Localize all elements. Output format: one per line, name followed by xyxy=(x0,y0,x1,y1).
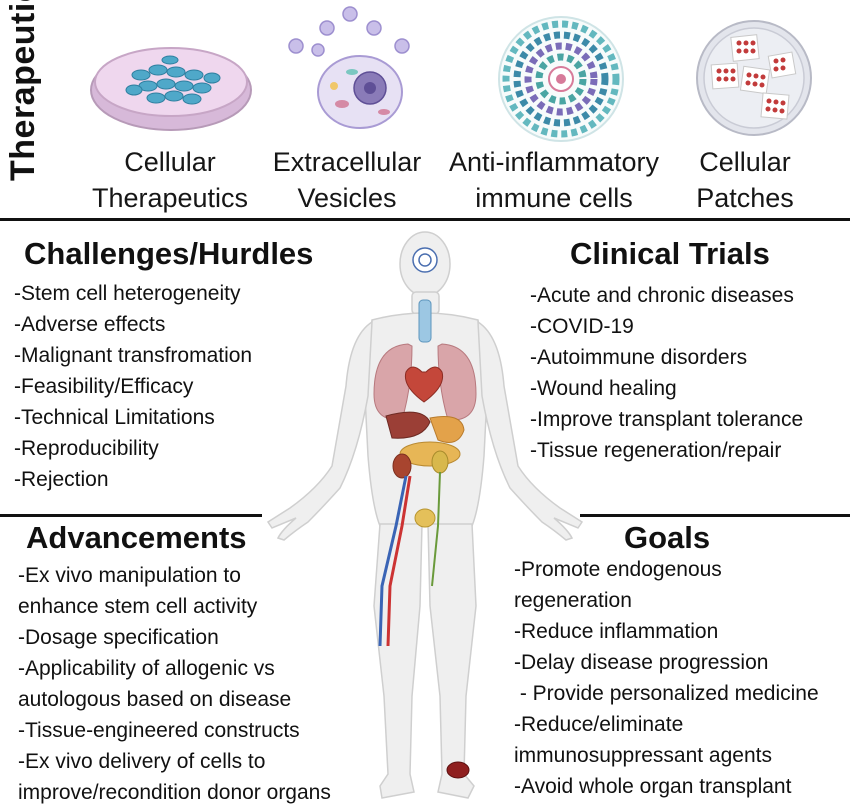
list-item: -Feasibility/Efficacy xyxy=(14,375,194,398)
therapy-label-line: Cellular xyxy=(124,147,216,177)
therapy-label-line: Anti-inflammatory xyxy=(448,147,660,177)
list-item: -Ex vivo delivery of cells to xyxy=(18,750,266,773)
list-item: -Dosage specification xyxy=(18,626,219,649)
list-item: -Avoid whole organ transplant xyxy=(514,775,792,798)
list-item: -Improve transplant tolerance xyxy=(530,408,804,431)
lower-right-divider xyxy=(580,514,850,517)
list-item: improve/recondition donor organs xyxy=(18,781,331,804)
list-item: -Malignant transfromation xyxy=(14,344,253,367)
list-item: -Acute and chronic diseases xyxy=(530,284,794,307)
therapy-label-line: Patches xyxy=(696,183,794,213)
list-item: -Adverse effects xyxy=(14,313,166,336)
list-item: - Provide personalized medicine xyxy=(514,682,819,705)
list-item: -COVID-19 xyxy=(530,315,634,338)
immune-cells-cluster-icon xyxy=(498,16,624,142)
list-item: -Reduce/eliminate xyxy=(514,713,684,736)
cellular-patches-dish-icon xyxy=(696,20,812,136)
clinical-trials-heading: Clinical Trials xyxy=(570,236,770,271)
therapy-label-immune-cells: Anti-inflammatory immune cells xyxy=(436,144,672,216)
therapy-label-line: Therapeutics xyxy=(91,183,249,213)
goals-list: -Promote endogenous regeneration -Reduce… xyxy=(514,554,819,802)
advancements-heading: Advancements xyxy=(26,520,247,555)
list-item: -Delay disease progression xyxy=(514,651,769,674)
list-item: -Tissue-engineered constructs xyxy=(18,719,300,742)
clinical-trials-list: -Acute and chronic diseases -COVID-19 -A… xyxy=(530,280,803,466)
therapy-label-extracellular-vesicles: Extracellular Vesicles xyxy=(262,144,432,216)
petri-dish-cells-icon xyxy=(90,47,252,131)
list-item: immunosuppressant agents xyxy=(514,744,772,767)
human-body-figure xyxy=(266,231,584,799)
list-item: regeneration xyxy=(514,589,632,612)
list-item: -Applicability of allogenic vs xyxy=(18,657,275,680)
list-item: -Autoimmune disorders xyxy=(530,346,748,369)
list-item: -Ex vivo manipulation to xyxy=(18,564,241,587)
challenges-list: -Stem cell heterogeneity -Adverse effect… xyxy=(14,278,252,495)
list-item: -Reproducibility xyxy=(14,437,159,460)
lower-left-divider xyxy=(0,514,262,517)
goals-heading: Goals xyxy=(624,520,711,555)
therapy-label-line: immune cells xyxy=(475,183,633,213)
list-item: -Tissue regeneration/repair xyxy=(530,439,782,462)
therapy-label-line: Cellular xyxy=(699,147,791,177)
challenges-heading: Challenges/Hurdles xyxy=(24,236,314,271)
list-item: autologous based on disease xyxy=(18,688,292,711)
therapy-label-line: Vesicles xyxy=(297,183,397,213)
list-item: -Technical Limitations xyxy=(14,406,215,429)
list-item: -Reduce inflammation xyxy=(514,620,719,643)
therapy-label-cellular-patches: Cellular Patches xyxy=(680,144,810,216)
list-item: enhance stem cell activity xyxy=(18,595,258,618)
list-item: -Stem cell heterogeneity xyxy=(14,282,241,305)
list-item: -Wound healing xyxy=(530,377,677,400)
list-item: -Rejection xyxy=(14,468,109,491)
list-item: -Promote endogenous xyxy=(514,558,722,581)
therapy-label-line: Extracellular xyxy=(272,147,422,177)
therapy-label-cellular-therapeutics: Cellular Therapeutics xyxy=(80,144,260,216)
top-divider xyxy=(0,218,850,221)
therapeutics-side-title: Therapeutics xyxy=(4,0,42,181)
advancements-list: -Ex vivo manipulation to enhance stem ce… xyxy=(18,560,331,808)
extracellular-vesicle-cell-icon xyxy=(288,6,410,129)
